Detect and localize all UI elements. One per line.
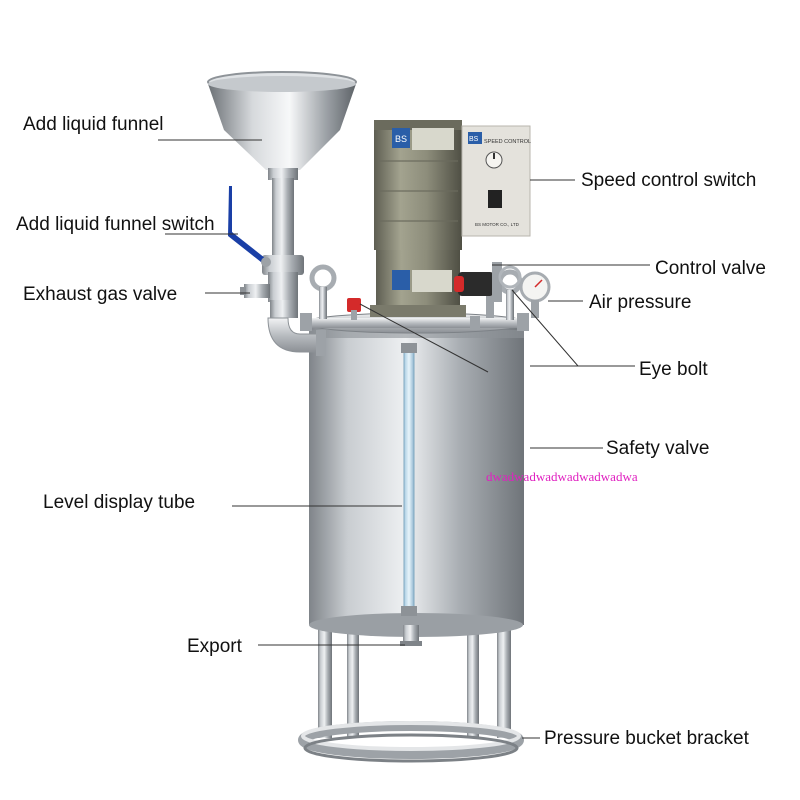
controller-logo: BS <box>469 136 479 143</box>
label-speed-control-switch: Speed control switch <box>581 170 757 191</box>
controller-maker: BS MOTOR CO., LTD <box>475 222 520 227</box>
exhaust-gas-valve <box>240 284 270 298</box>
label-add-liquid-funnel-switch: Add liquid funnel switch <box>16 214 215 235</box>
speed-knob[interactable] <box>485 151 503 169</box>
air-pressure-gauge <box>519 271 551 318</box>
label-export: Export <box>187 636 242 657</box>
label-level-display-tube: Level display tube <box>43 492 196 513</box>
pressure-bucket-bracket <box>298 620 524 763</box>
leader-lines <box>158 139 650 739</box>
label-exhaust-gas-valve: Exhaust gas valve <box>23 284 178 305</box>
power-switch[interactable] <box>488 190 502 208</box>
label-safety-valve: Safety valve <box>606 438 710 459</box>
motor-logo: BS <box>395 134 407 144</box>
controller-title: SPEED CONTROL <box>484 139 531 145</box>
label-control-valve: Control valve <box>655 258 766 279</box>
label-pressure-bucket-bracket: Pressure bucket bracket <box>544 728 749 749</box>
funnel-ball-valve <box>262 255 304 302</box>
label-eye-bolt: Eye bolt <box>639 359 708 380</box>
lid-clamps <box>300 313 529 331</box>
safety-valve <box>347 298 361 320</box>
leader-safety-valve <box>359 303 489 373</box>
elbow-pipe <box>267 300 326 356</box>
watermark-text: dwadwadwadwadwadwadwa <box>486 469 638 484</box>
add-liquid-funnel <box>207 71 357 260</box>
export-outlet <box>400 625 422 646</box>
funnel-switch-handle[interactable] <box>228 186 271 267</box>
control-valve <box>454 262 522 318</box>
label-air-pressure: Air pressure <box>589 292 692 313</box>
speed-control-box: BS SPEED CONTROL BS MOTOR CO., LTD <box>461 125 531 237</box>
eye-bolt-left <box>309 264 337 319</box>
level-display-tube <box>401 343 417 616</box>
mixer-motor: BS <box>370 120 466 317</box>
label-add-liquid-funnel: Add liquid funnel <box>23 114 164 135</box>
